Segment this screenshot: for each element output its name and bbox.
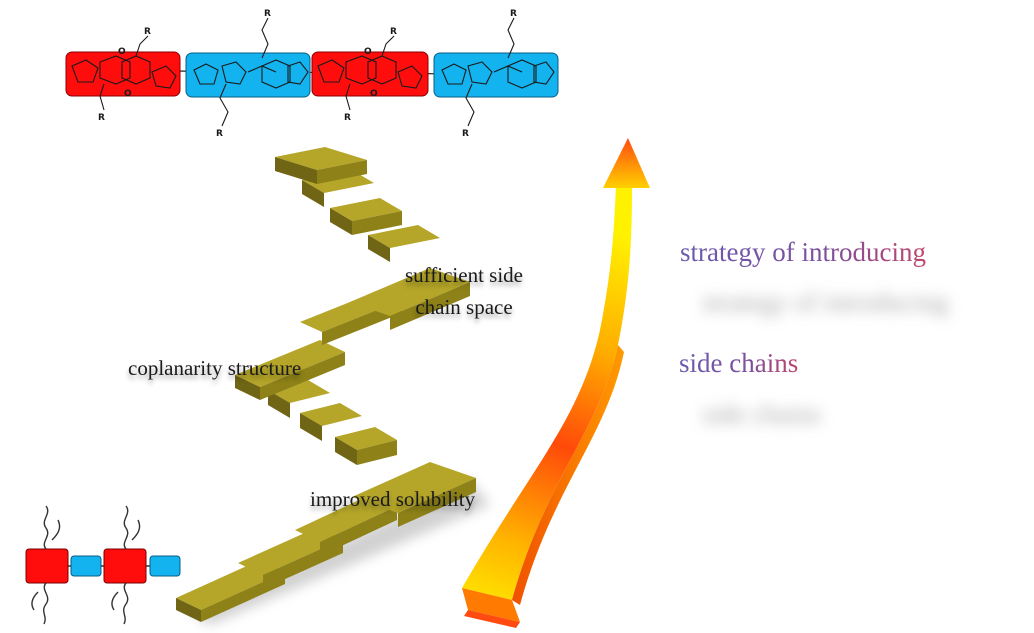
label-sufficient-line1: sufficient side bbox=[404, 263, 523, 287]
donor-block-1 bbox=[185, 52, 311, 98]
label-coplanarity: coplanarity structure bbox=[128, 356, 302, 380]
o-label-4: O bbox=[370, 89, 378, 99]
staircase-icon bbox=[176, 147, 490, 625]
o-label-3: O bbox=[364, 47, 372, 57]
cartoon-donor-2 bbox=[149, 555, 181, 577]
strategy-line1-reflection: strategy of introducing bbox=[702, 287, 948, 317]
cartoon-donor-1 bbox=[70, 555, 102, 577]
acceptor-block-1 bbox=[65, 51, 181, 97]
r-label-4: R bbox=[216, 129, 223, 139]
r-label-5: R bbox=[390, 27, 397, 37]
label-sufficient-line2: chain space bbox=[415, 295, 513, 319]
o-label-2: O bbox=[124, 89, 132, 99]
strategy-line1: strategy of introducing bbox=[680, 237, 926, 267]
donor-block-2 bbox=[433, 52, 559, 98]
stair-top-flight bbox=[275, 147, 440, 262]
strategy-line2: side chains bbox=[679, 348, 799, 378]
stair-lower-flight bbox=[176, 462, 476, 622]
strategy-line2-reflection: side chains bbox=[702, 399, 822, 429]
acceptor-block-2 bbox=[311, 51, 429, 97]
r-label-2: R bbox=[98, 113, 105, 123]
polymer-chain-icon bbox=[25, 505, 181, 625]
cartoon-acceptor-1 bbox=[25, 548, 69, 584]
o-label-1: O bbox=[118, 47, 126, 57]
cartoon-acceptor-2 bbox=[103, 548, 147, 584]
r-label-8: R bbox=[462, 129, 469, 139]
r-label-1: R bbox=[144, 27, 151, 37]
r-label-3: R bbox=[264, 9, 271, 19]
upward-arrow-icon bbox=[462, 138, 650, 628]
stair-middle-flight bbox=[235, 340, 397, 465]
r-label-6: R bbox=[344, 113, 351, 123]
label-sufficient-side-chain: sufficient side chain space bbox=[384, 262, 544, 320]
stair-upper-flight bbox=[300, 268, 470, 345]
label-solubility: improved solubility bbox=[310, 487, 476, 511]
polymer-molecule-top: R R R R R R R R O O O O bbox=[65, 9, 559, 139]
r-label-7: R bbox=[510, 9, 517, 19]
